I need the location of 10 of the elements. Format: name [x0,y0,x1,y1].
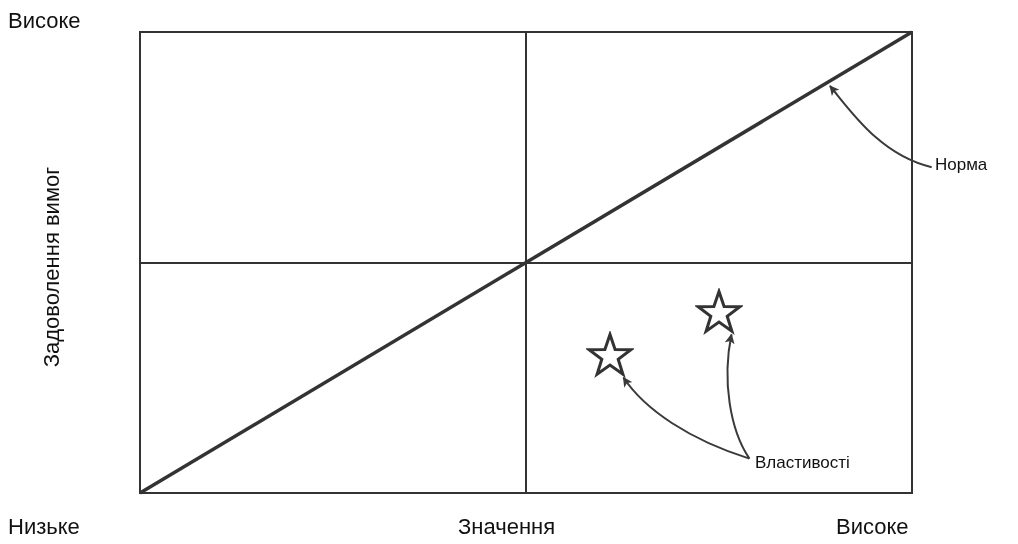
callout-text: Норма [935,155,988,174]
callout-text: Властивості [755,453,850,472]
axis-label: Значення [458,514,556,540]
axis-label: Низьке [8,514,80,540]
axis-label: Високе [8,8,81,34]
leader-arrow [829,85,933,169]
axis-label: Високе [836,514,909,540]
leader-arrow [725,333,751,460]
leader-arrow [622,376,751,460]
axis-title: Задоволення вимог [38,166,65,368]
